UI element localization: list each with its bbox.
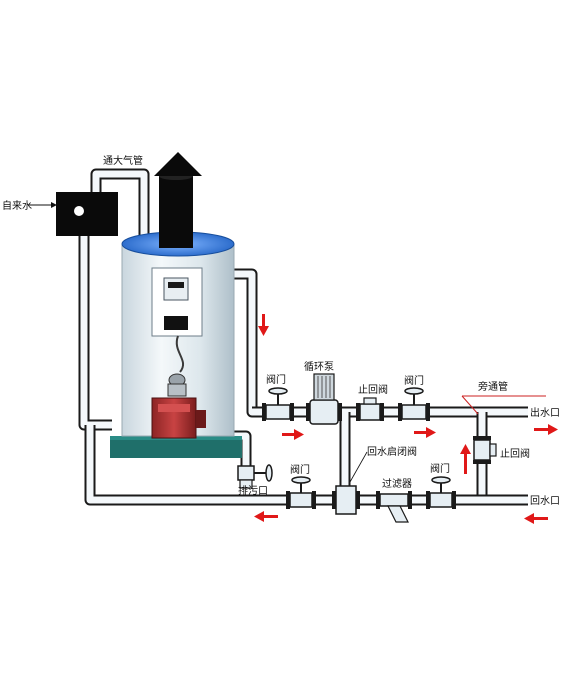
label-vent-pipe: 通大气管 — [103, 154, 143, 167]
tap-water-tank — [28, 192, 118, 236]
boiler-base — [110, 436, 242, 458]
return-shutoff-valve — [332, 485, 360, 515]
pump-icon — [306, 373, 342, 425]
check-valve-top — [356, 397, 384, 421]
label-check-valve-right: 止回阀 — [500, 447, 530, 460]
chimney-icon — [154, 152, 202, 248]
burner-icon — [151, 373, 206, 439]
flow-arrow-icon — [258, 314, 269, 336]
flow-arrow-icon — [534, 424, 558, 435]
label-valve-drain: 阀门 — [290, 463, 310, 476]
label-filter: 过滤器 — [382, 477, 412, 490]
label-check-valve-top: 止回阀 — [358, 383, 388, 396]
flow-arrow-icon — [282, 429, 304, 440]
flow-arrow-icon — [254, 511, 278, 522]
filter-strainer — [376, 491, 412, 523]
label-valve-top-right: 阀门 — [404, 374, 424, 387]
flow-arrow-icon — [524, 513, 548, 524]
drain-valve — [237, 464, 273, 489]
label-return-shutoff: 回水启闭阀 — [367, 445, 417, 458]
label-circ-pump: 循环泵 — [304, 360, 334, 373]
label-return-inlet: 回水口 — [530, 495, 560, 507]
label-bypass-pipe: 旁通管 — [478, 380, 508, 393]
flow-arrows — [254, 314, 558, 524]
check-valve-right — [473, 436, 497, 464]
boiler — [110, 152, 242, 458]
valve-return-right — [426, 476, 456, 509]
valve-return-left — [286, 476, 316, 509]
control-panel-icon — [151, 267, 203, 337]
label-tap-water: 自来水 — [2, 199, 32, 212]
flow-arrow-icon — [414, 427, 436, 438]
pipe-network — [78, 168, 528, 506]
label-outlet: 出水口 — [530, 406, 560, 419]
label-drain-outlet: 排污口 — [238, 484, 268, 497]
valve-supply-left — [262, 387, 294, 421]
valve-supply-right — [398, 387, 430, 421]
label-valve-bottom: 阀门 — [430, 462, 450, 475]
tank-level-icon — [74, 206, 84, 216]
label-valve-top-left: 阀门 — [266, 373, 286, 386]
flow-arrow-icon — [460, 444, 471, 474]
